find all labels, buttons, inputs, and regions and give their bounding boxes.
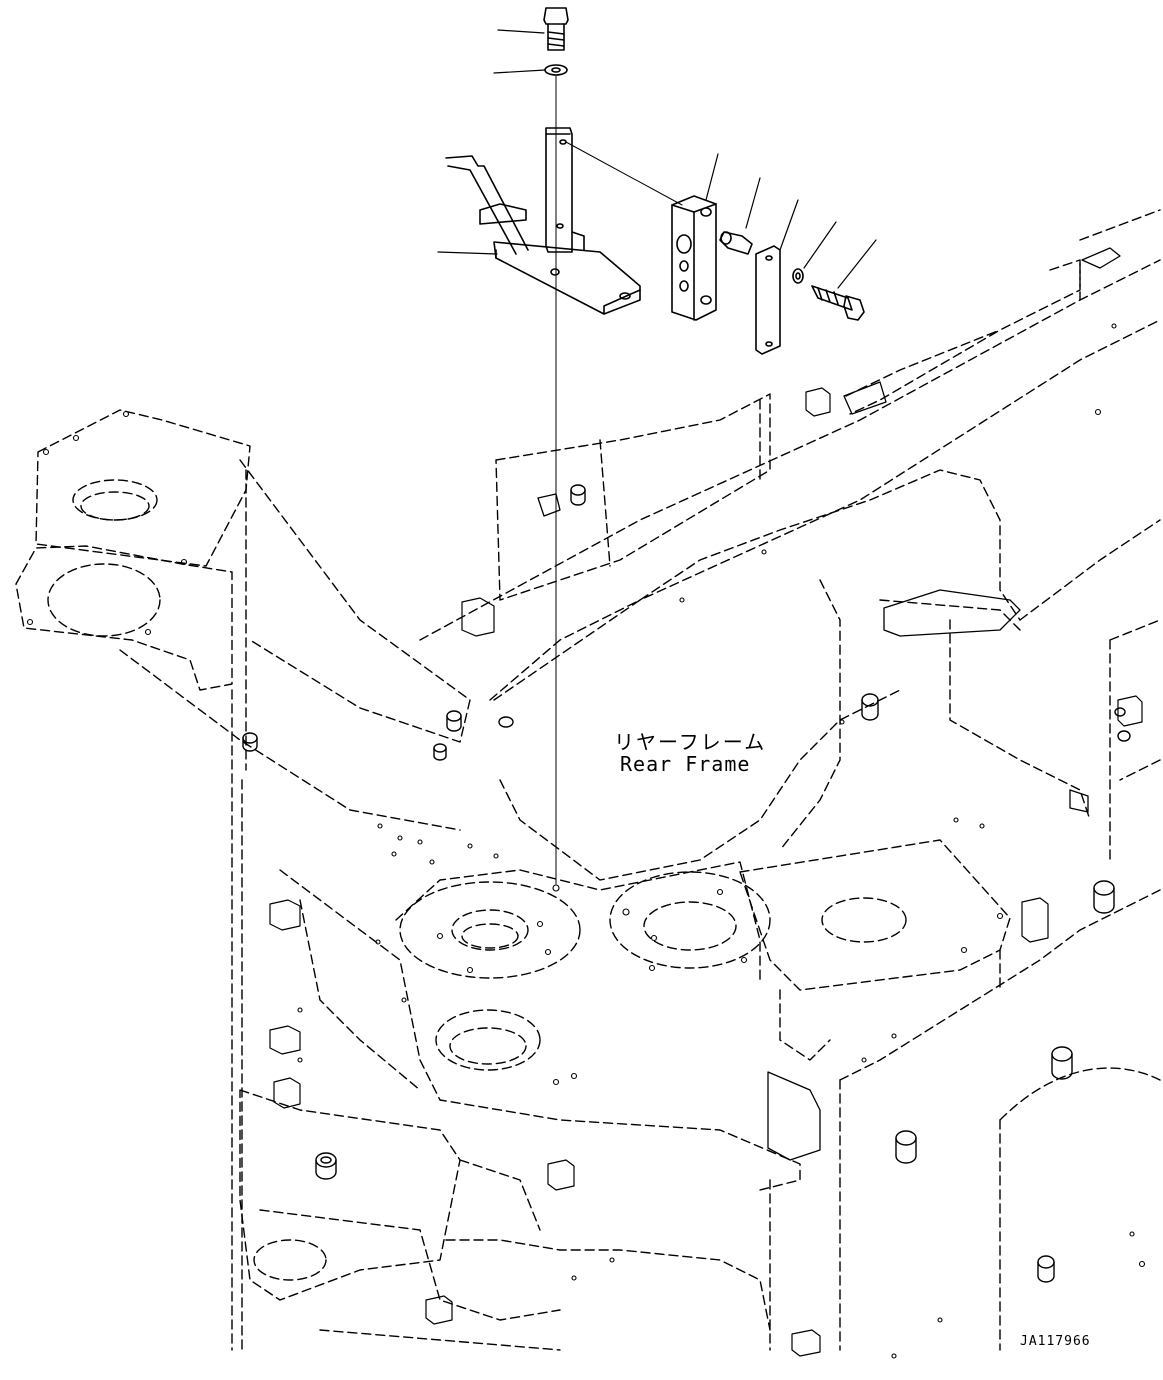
frame-visible-lines (537, 247, 1121, 1161)
bolt-top (543, 7, 569, 51)
washer-top (544, 64, 568, 76)
leader-lines (437, 29, 877, 289)
alignment-line-2 (565, 141, 683, 206)
bolt-side (811, 285, 865, 321)
pin-part (719, 231, 753, 255)
washer-side (792, 268, 804, 284)
frame-small-details (269, 387, 1143, 1357)
rear-frame-label-jp: リヤーフレーム (614, 730, 767, 754)
plate-part (755, 245, 781, 355)
drawing-id: JA117966 (1020, 1334, 1091, 1349)
frame-bosses (242, 484, 1131, 1283)
block-part (671, 195, 717, 321)
bracket-assembly (445, 127, 641, 315)
frame-holes (26, 323, 1146, 1359)
frame-hidden-lines (15, 209, 1161, 1351)
rear-frame-label-en: Rear Frame (620, 752, 751, 776)
